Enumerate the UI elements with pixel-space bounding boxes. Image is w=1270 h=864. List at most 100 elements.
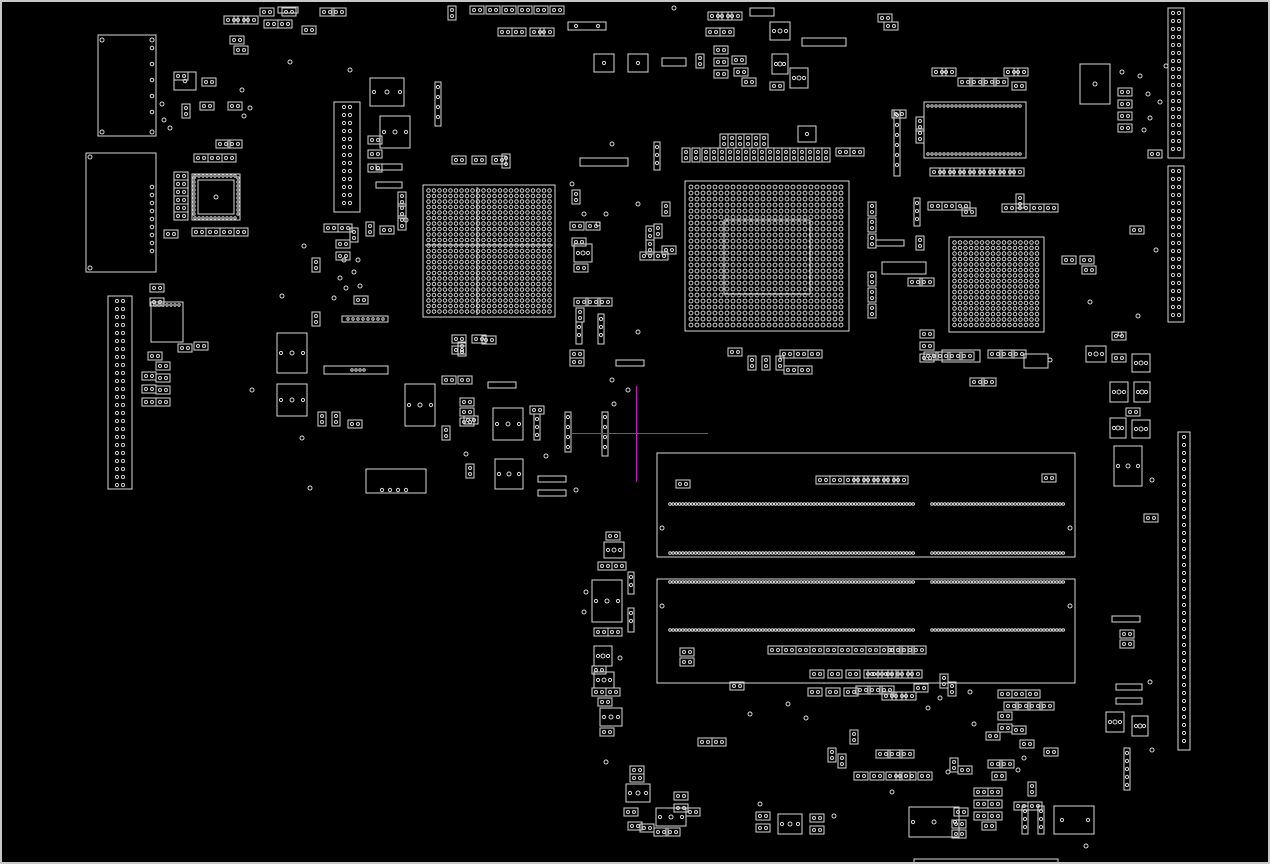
pad	[588, 300, 592, 304]
dimm-pin	[684, 628, 688, 632]
pad	[610, 630, 614, 634]
connector-pin	[114, 346, 120, 352]
small-part	[875, 239, 905, 247]
dimm-pin	[895, 502, 900, 506]
connector-pin	[598, 324, 604, 330]
dimm-pin	[984, 628, 989, 632]
connector-pin	[120, 354, 126, 360]
dimm-pin	[780, 551, 784, 555]
via-pad	[1157, 99, 1163, 105]
pad	[876, 688, 880, 692]
dimm-pin	[799, 551, 804, 555]
via-pad	[233, 216, 237, 220]
dimm-pin	[885, 628, 890, 632]
pad	[466, 378, 470, 382]
dimm-pin	[844, 551, 848, 555]
passive-component	[629, 773, 645, 783]
pad	[828, 690, 832, 694]
pad	[656, 232, 660, 236]
dimm-pin	[706, 580, 711, 584]
via-pad	[1149, 477, 1155, 483]
pad	[962, 170, 966, 174]
passive-component	[661, 201, 671, 217]
dimm-pin	[876, 628, 880, 632]
pad	[886, 16, 890, 20]
pad	[1038, 206, 1042, 210]
pad	[990, 814, 994, 818]
via-pad	[362, 368, 366, 372]
dimm-pin	[968, 551, 973, 555]
via-pad	[149, 248, 155, 254]
via-pad	[889, 789, 895, 795]
dimm-pin	[1055, 502, 1059, 506]
via-pad	[569, 181, 575, 187]
pad	[750, 364, 754, 368]
connector-pin	[120, 426, 126, 432]
via-pad	[1119, 69, 1125, 75]
dimm-pin	[809, 580, 813, 584]
pin	[617, 547, 623, 553]
pad	[454, 337, 458, 341]
connector-pin	[1181, 682, 1187, 688]
passive-component	[929, 167, 945, 177]
connector-pin	[1170, 122, 1176, 128]
pin	[278, 350, 284, 356]
pad	[1006, 714, 1010, 718]
connector-pin	[1181, 530, 1187, 536]
header-right-mid	[1167, 165, 1185, 323]
pad	[870, 306, 874, 310]
pad	[714, 30, 718, 34]
dimm-pin	[818, 580, 823, 584]
pad	[976, 802, 980, 806]
small-ic-r	[1131, 715, 1149, 737]
pad	[722, 48, 726, 52]
via-pad	[287, 59, 293, 65]
pad	[1020, 692, 1024, 696]
connector-pin	[114, 394, 120, 400]
dimm-slot-top	[656, 452, 1076, 558]
dimm-pin	[732, 502, 736, 506]
dimm-pin	[860, 502, 864, 506]
connector-pin	[1170, 224, 1176, 230]
dimm-pin	[693, 551, 698, 555]
passive-component	[741, 77, 757, 87]
pad	[472, 8, 476, 12]
via-pad	[1147, 115, 1153, 121]
pad	[758, 814, 762, 818]
dimm-pin	[1058, 551, 1062, 555]
connector-pin	[347, 168, 353, 174]
passive-component	[605, 531, 621, 541]
small-part	[661, 57, 687, 67]
dimm-pin	[777, 551, 781, 555]
via-pad	[351, 269, 357, 275]
via-pad	[950, 152, 954, 156]
pad	[246, 18, 250, 22]
dimm-pin	[1058, 502, 1062, 506]
pad	[778, 364, 782, 368]
narrow-header	[564, 411, 572, 453]
pad	[888, 774, 892, 778]
connector-pin	[347, 200, 353, 206]
dimm-pin	[802, 628, 807, 632]
dimm-pin	[1035, 551, 1040, 555]
pad	[784, 156, 788, 160]
connector-pin	[341, 184, 347, 190]
dimm-pin	[674, 502, 679, 506]
passive-component	[849, 147, 865, 157]
via-pad	[757, 801, 763, 807]
passive-component	[347, 419, 363, 429]
pad	[990, 352, 994, 356]
slot-narrow	[893, 109, 901, 177]
pad	[868, 648, 872, 652]
dimm-pin	[761, 628, 765, 632]
pad	[812, 816, 816, 820]
passive-component	[379, 225, 395, 235]
dimm-pin	[802, 502, 807, 506]
pad	[1022, 742, 1026, 746]
pad	[242, 48, 246, 52]
small-part	[801, 37, 847, 47]
pad	[158, 400, 162, 404]
via-pad	[173, 303, 177, 307]
